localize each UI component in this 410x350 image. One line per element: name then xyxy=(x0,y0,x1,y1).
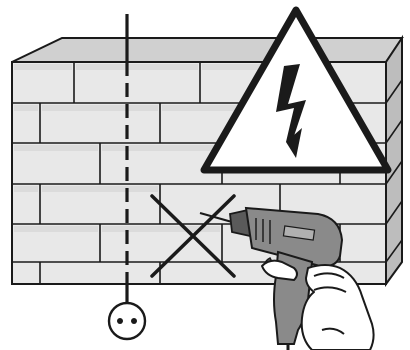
lightning-bolt-icon xyxy=(276,64,306,142)
wall-socket-icon xyxy=(107,301,147,341)
hand-icon xyxy=(261,259,375,350)
brick-shading xyxy=(14,64,328,232)
high-voltage-warning-sign xyxy=(200,6,392,174)
wall-top-face xyxy=(11,37,404,63)
prohibition-x-icon xyxy=(150,194,236,278)
wall-side-face xyxy=(385,34,403,288)
